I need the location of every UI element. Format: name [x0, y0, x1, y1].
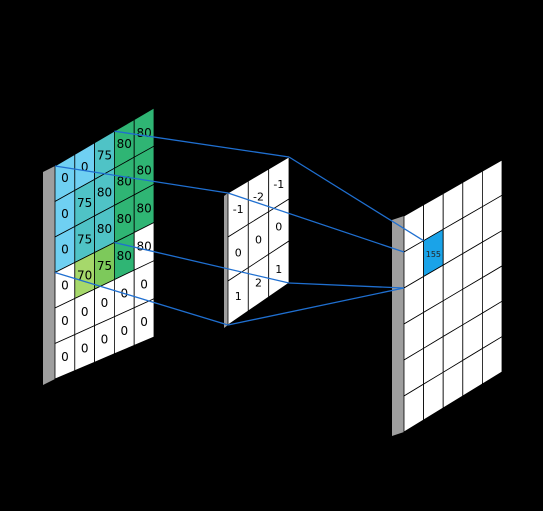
input-value: 0	[61, 314, 69, 328]
input-value: 80	[136, 126, 151, 140]
input-value: 0	[120, 324, 128, 338]
connector-line	[288, 282, 405, 289]
input-value: 80	[136, 164, 151, 178]
connector-line	[114, 130, 290, 158]
kernel-value: 2	[255, 277, 262, 290]
input-value: 80	[97, 222, 112, 236]
kernel-value: 1	[235, 290, 242, 303]
input-value: 80	[97, 185, 112, 199]
input-value: 75	[77, 232, 92, 246]
connector-line	[227, 192, 405, 253]
input-value: 0	[81, 341, 89, 355]
input-value: 0	[101, 333, 109, 347]
input-value: 0	[81, 305, 89, 319]
input-value: 75	[97, 148, 112, 162]
input-value: 0	[61, 171, 69, 185]
input-value: 0	[61, 350, 69, 364]
input-value: 80	[117, 137, 132, 151]
input-panel-side	[43, 166, 55, 385]
input-value: 70	[77, 269, 92, 283]
output-panel-side	[392, 216, 404, 436]
input-value: 80	[117, 212, 132, 226]
connector-line	[54, 271, 229, 326]
output-feature-map: 155	[392, 159, 503, 436]
connector-line	[54, 165, 229, 194]
kernel-value: 0	[235, 247, 242, 260]
input-value: 75	[77, 196, 92, 210]
connector-line	[227, 287, 405, 326]
kernel-value: -1	[233, 203, 244, 216]
input-value: 75	[97, 259, 112, 273]
output-value: 155	[426, 250, 441, 259]
connector-lines	[54, 130, 424, 326]
kernel-value: -2	[253, 191, 264, 204]
kernel-panel-side	[224, 193, 228, 328]
input-value: 80	[136, 202, 151, 216]
input-value: 0	[81, 160, 89, 174]
input-value: 0	[61, 243, 69, 257]
kernel-value: 0	[255, 234, 262, 247]
input-value: 0	[61, 278, 69, 292]
kernel-value: 1	[275, 263, 282, 276]
output-cell	[481, 335, 503, 385]
kernel-value: -1	[273, 178, 284, 191]
input-feature-map: 0075808007580808007580808007075808000000…	[43, 107, 155, 385]
input-value: 0	[140, 315, 148, 329]
connector-line	[114, 241, 290, 284]
connector-line	[288, 156, 424, 242]
input-value: 0	[61, 207, 69, 221]
input-value: 0	[140, 277, 148, 291]
input-value: 80	[117, 249, 132, 263]
input-value: 80	[136, 239, 151, 253]
input-cell	[133, 298, 155, 347]
kernel-value: 0	[275, 221, 282, 234]
input-value: 0	[101, 296, 109, 310]
